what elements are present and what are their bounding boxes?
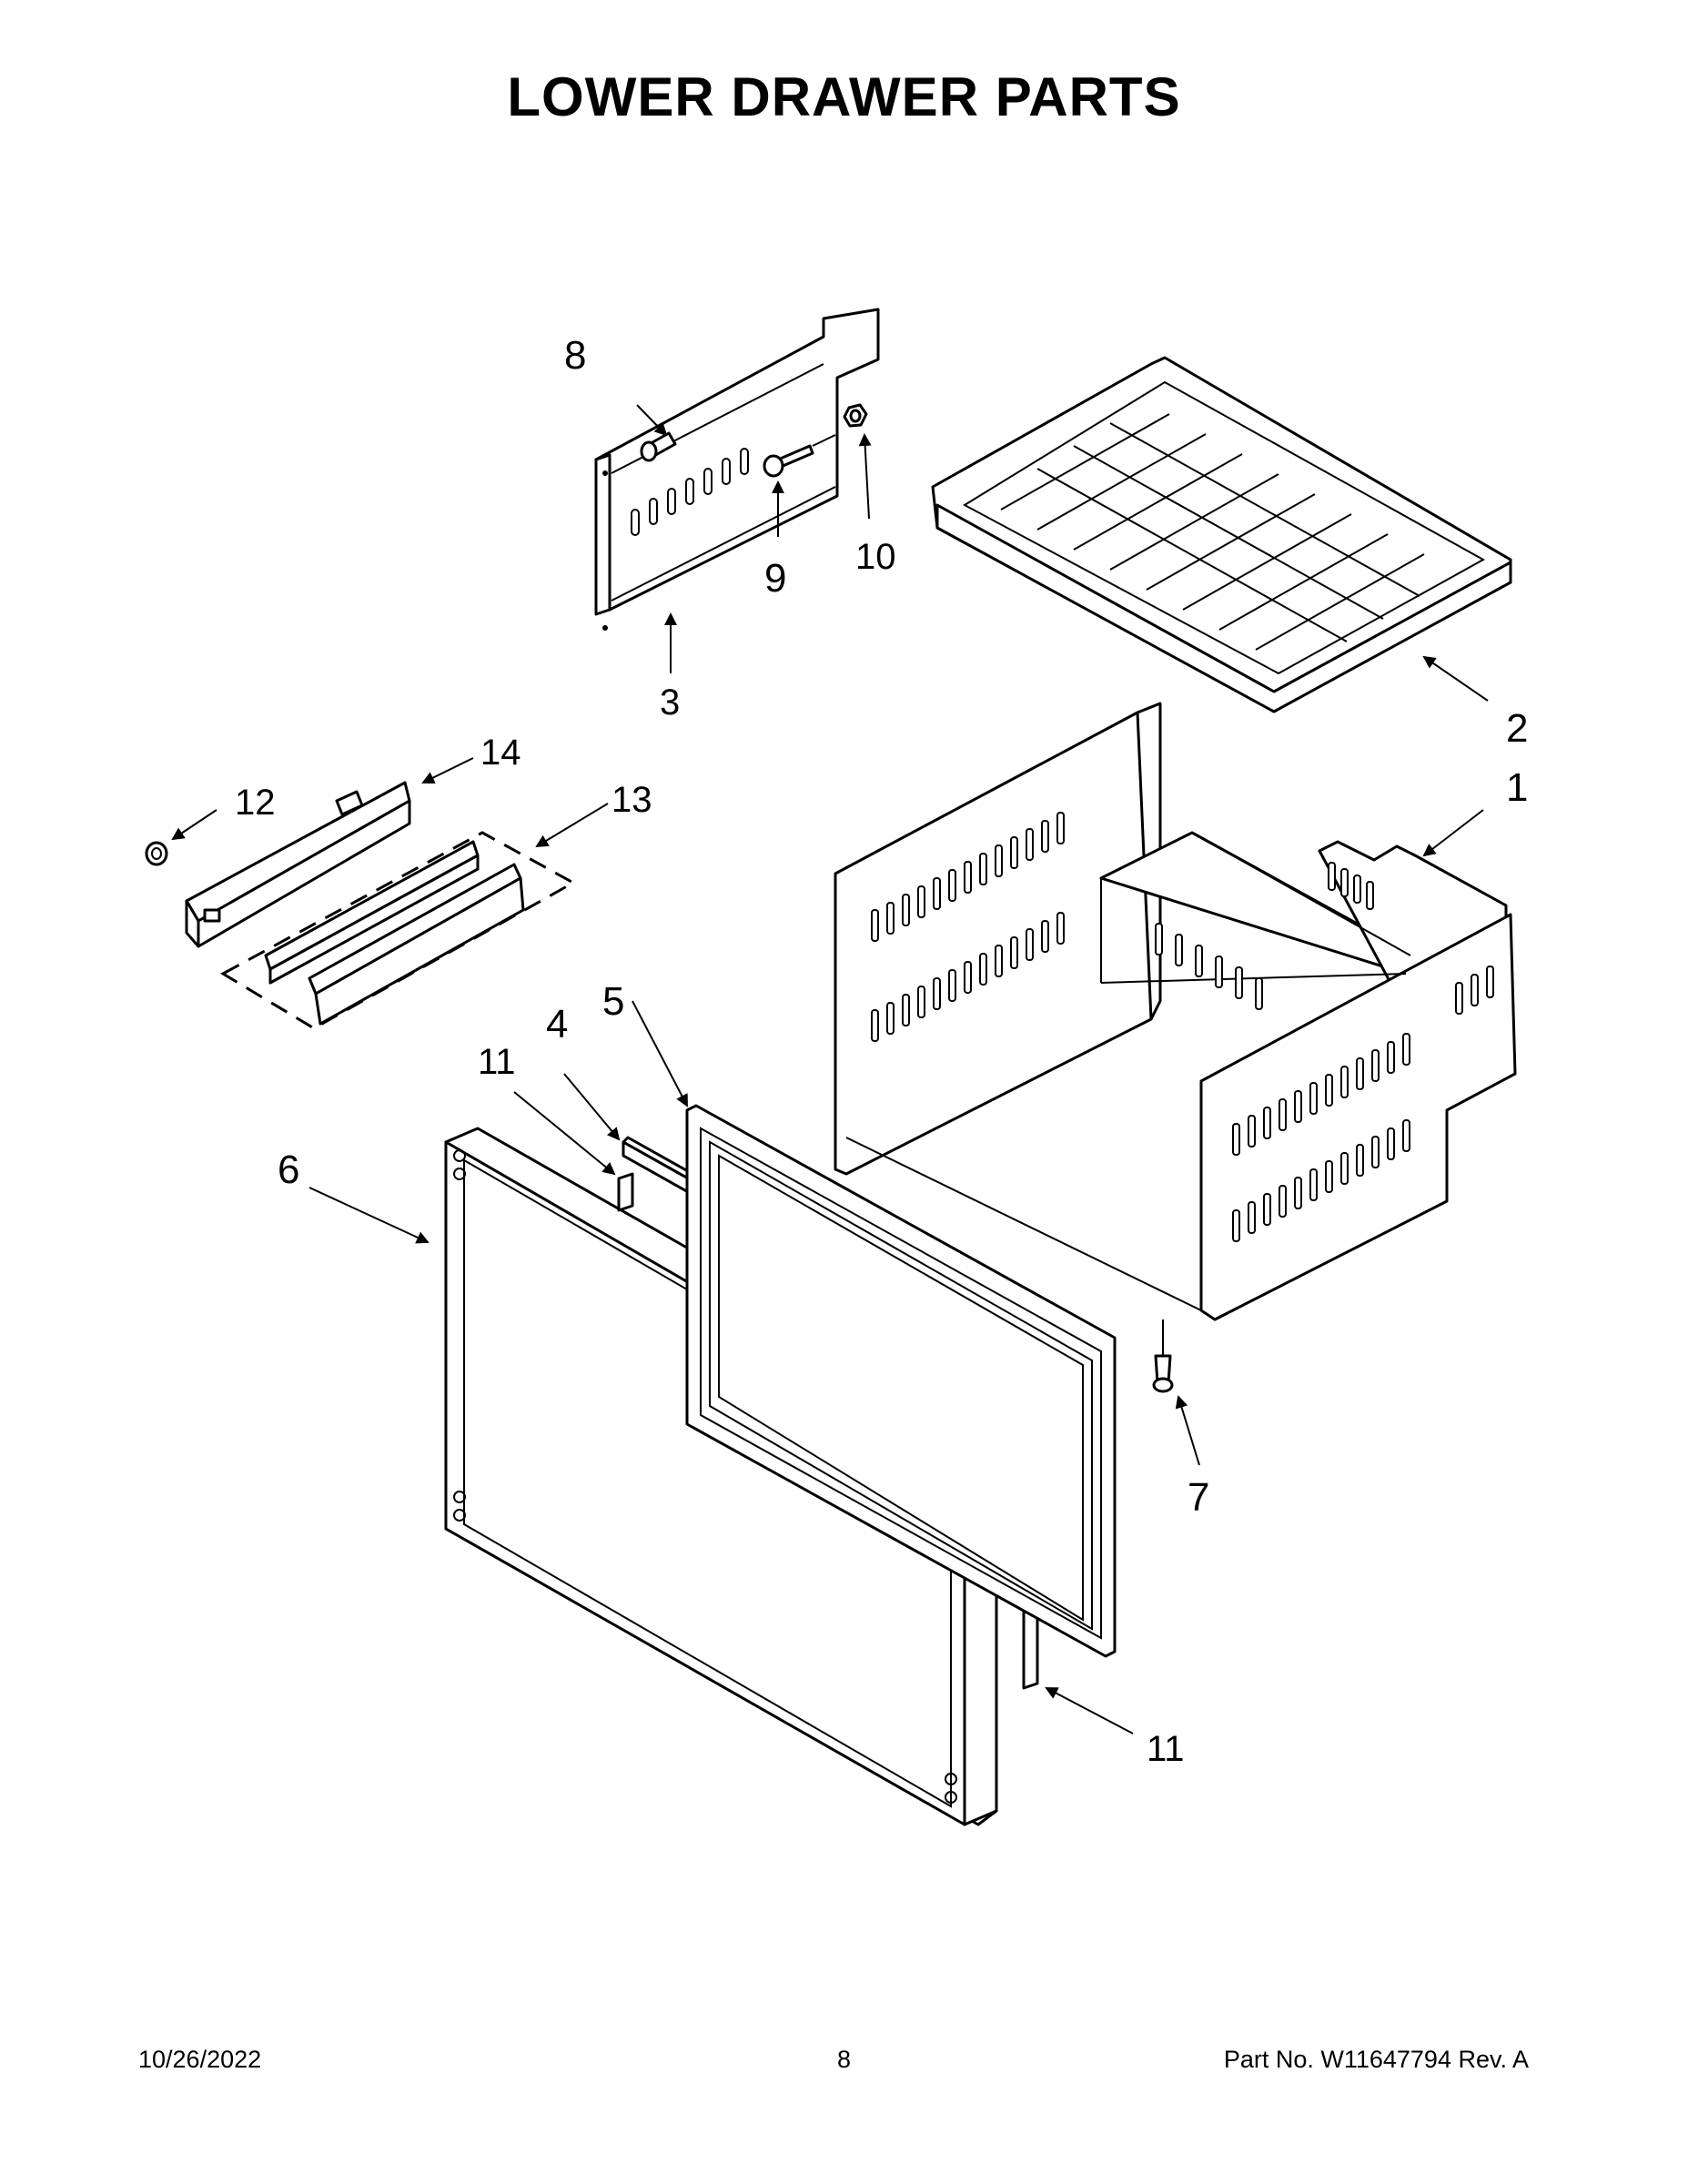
page-title: LOWER DRAWER PARTS <box>507 66 1181 127</box>
callout-4: 4 <box>546 1002 568 1046</box>
frame-part-5 <box>685 1104 1117 1658</box>
callout-8: 8 <box>564 333 586 378</box>
footer-page-number: 8 <box>836 2046 852 2073</box>
drawer-tub-part-1 <box>834 702 1517 1321</box>
rear-panel-part-3 <box>594 308 880 631</box>
rear-panel-slots <box>631 448 749 536</box>
callout-10: 10 <box>855 537 896 577</box>
callout-13: 13 <box>612 780 652 820</box>
gasket-part-11-upper <box>617 1172 634 1212</box>
screw-part-8 <box>640 431 677 462</box>
screw-part-7 <box>1152 1320 1174 1393</box>
callout-11-lower: 11 <box>1147 1729 1185 1769</box>
tub-back-slots <box>1155 862 1374 1010</box>
callout-9: 9 <box>764 556 786 601</box>
leader-arrows <box>171 404 1489 1734</box>
callout-7: 7 <box>1188 1475 1209 1520</box>
nut-part-10 <box>843 403 868 428</box>
callout-14: 14 <box>480 733 521 773</box>
footer-date: 10/26/2022 <box>138 2046 262 2073</box>
footer-part-number: Part No. W11647794 Rev. A <box>1223 2046 1529 2073</box>
bracket-part-14 <box>185 781 411 948</box>
cover-ribs <box>1000 413 1425 651</box>
callout-2: 2 <box>1506 706 1528 751</box>
callout-11-upper: 11 <box>478 1042 516 1082</box>
rail-kit-part-13 <box>219 831 577 1030</box>
callout-1: 1 <box>1506 765 1528 810</box>
callout-6: 6 <box>278 1148 299 1192</box>
tub-right-slots <box>1232 966 1494 1242</box>
cap-part-12 <box>145 841 168 866</box>
callout-12: 12 <box>235 783 276 823</box>
callout-5: 5 <box>602 979 624 1024</box>
screw-part-9 <box>763 434 836 478</box>
callouts: 8 9 10 3 2 1 7 14 12 13 4 5 11 6 11 <box>235 333 1528 1769</box>
drawer-cover-part-2 <box>931 356 1512 713</box>
tub-left-slots <box>871 812 1065 1042</box>
callout-3: 3 <box>660 682 680 723</box>
